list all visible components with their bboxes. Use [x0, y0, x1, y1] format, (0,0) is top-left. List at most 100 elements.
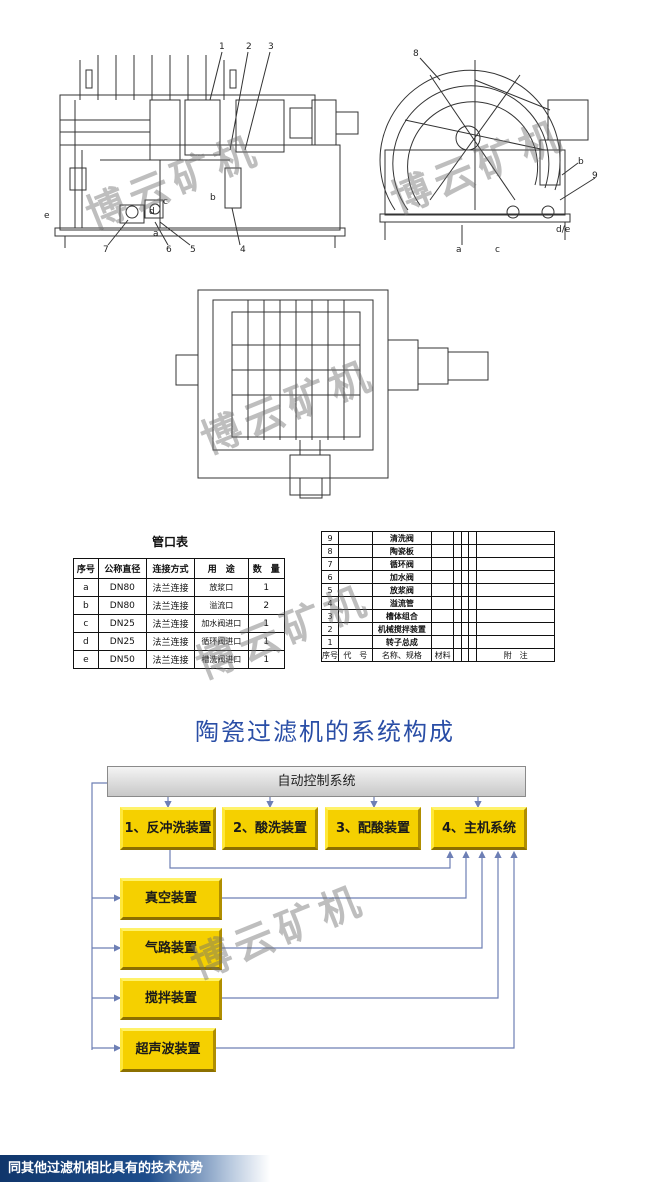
box-label: 2、酸洗装置: [232, 821, 308, 836]
side-label-de: d/e: [556, 225, 571, 235]
side-label-a: a: [456, 245, 462, 255]
front-label-4: 4: [240, 245, 246, 255]
table-cell: a: [73, 578, 99, 597]
box-label: 1、反冲洗装置: [124, 821, 212, 836]
table-cell: DN25: [97, 614, 147, 633]
side-label-b: b: [578, 157, 584, 167]
left-bus-line: [91, 782, 107, 1050]
front-view: [54, 51, 359, 248]
front-label-3: 3: [268, 42, 274, 52]
front-label-5: 5: [190, 245, 196, 255]
table-row: a DN80 法兰连接 放浆口 1: [73, 578, 285, 597]
front-label-7: 7: [103, 245, 109, 255]
drawing-labels: 1 2 3 4 5 6 7 a b c d e 8 9 a b c d/e: [44, 42, 598, 255]
table-cell: 材料: [431, 648, 454, 662]
table-cell: 附 注: [476, 648, 555, 662]
table-cell: b: [73, 596, 99, 615]
table-row: c DN25 法兰连接 加水阀进口 1: [73, 614, 285, 633]
side-view: [379, 57, 596, 245]
ultrasonic-box: 超声波装置: [120, 1028, 216, 1072]
parts-footer-row: 序号 代 号 名称、规格 材料 附 注: [321, 648, 555, 662]
acid-mixing-box: 3、配酸装置: [325, 807, 421, 850]
air-circuit-box: 气路装置: [120, 928, 222, 970]
stirring-box: 搅拌装置: [120, 978, 222, 1020]
engineering-drawing: 1 2 3 4 5 6 7 a b c d e 8 9 a b c d/e: [44, 42, 598, 499]
table-cell: 法兰连接: [145, 614, 196, 633]
table-cell: 放浆口: [194, 578, 249, 597]
table-cell: DN50: [97, 650, 147, 669]
acid-wash-box: 2、酸洗装置: [222, 807, 318, 850]
vacuum-box: 真空装置: [120, 878, 222, 920]
table-cell: 清洗阀: [371, 531, 433, 545]
side-label-c: c: [495, 245, 500, 255]
table-cell: DN25: [97, 632, 147, 651]
main-system-box: 4、主机系统: [431, 807, 527, 850]
ports-header-row: 序号 公称直径 连接方式 用 途 数 量: [73, 558, 285, 579]
table-cell: e: [73, 650, 99, 669]
table-cell: 法兰连接: [145, 596, 196, 615]
line-backwash-main: [169, 850, 454, 869]
table-cell: 1: [247, 650, 285, 669]
table-cell: 陶瓷板: [371, 544, 433, 558]
table-row: 8 陶瓷板: [321, 544, 555, 558]
table-row: 2 机械搅拌装置: [321, 622, 555, 636]
front-label-6: 6: [166, 245, 172, 255]
table-cell: 溢流管: [371, 596, 433, 610]
box-label: 4、主机系统: [441, 821, 517, 836]
table-cell: 代 号: [338, 648, 373, 662]
table-cell: 槽体组合: [371, 609, 433, 623]
box-label: 超声波装置: [135, 1042, 201, 1057]
table-cell: 8: [321, 544, 339, 558]
table-cell: 名称、规格: [371, 648, 433, 662]
advantages-banner: 同其他过滤机相比具有的技术优势: [0, 1155, 270, 1182]
table-cell: 加水阀: [371, 570, 433, 584]
table-cell: DN80: [97, 596, 147, 615]
line-ultrasonic-main: [216, 850, 518, 1049]
table-cell: 机械搅拌装置: [371, 622, 433, 636]
table-cell: 2: [247, 596, 285, 615]
table-cell: 放浆阀: [371, 583, 433, 597]
line-air-main: [222, 850, 486, 949]
line-stir-main: [222, 850, 502, 999]
table-cell: 槽洗阀进口: [194, 650, 249, 669]
front-label-e: e: [44, 211, 50, 221]
ports-header-cell: 连接方式: [145, 558, 196, 579]
box-label: 搅拌装置: [144, 991, 197, 1006]
table-cell: 2: [321, 622, 339, 636]
table-cell: 1: [247, 578, 285, 597]
top-view: [175, 289, 489, 499]
ports-header-cell: 数 量: [247, 558, 285, 579]
front-label-d: d: [149, 207, 155, 217]
table-cell: d: [73, 632, 99, 651]
table-cell: 溢流口: [194, 596, 249, 615]
box-label: 3、配酸装置: [335, 821, 411, 836]
front-label-a: a: [153, 229, 159, 239]
system-connectors: [91, 782, 518, 1052]
auto-control-system-bar: 自动控制系统: [107, 766, 526, 797]
table-cell: 转子总成: [371, 635, 433, 649]
table-cell: 法兰连接: [145, 578, 196, 597]
front-label-c: c: [163, 197, 168, 207]
line-vacuum-main: [222, 850, 470, 899]
side-label-8: 8: [413, 49, 419, 59]
backwash-box: 1、反冲洗装置: [120, 807, 216, 850]
table-cell: 7: [321, 557, 339, 571]
ports-table: 序号 公称直径 连接方式 用 途 数 量 a DN80 法兰连接 放浆口 1 b…: [73, 558, 285, 669]
table-cell: c: [73, 614, 99, 633]
table-row: e DN50 法兰连接 槽洗阀进口 1: [73, 650, 285, 669]
ports-header-cell: 公称直径: [97, 558, 147, 579]
table-cell: DN80: [97, 578, 147, 597]
table-cell: 法兰连接: [145, 650, 196, 669]
system-title: 陶瓷过滤机的系统构成: [195, 718, 455, 746]
box-label: 真空装置: [144, 891, 197, 906]
table-cell: 循环阀: [371, 557, 433, 571]
ports-header-cell: 序号: [73, 558, 99, 579]
front-label-1: 1: [219, 42, 225, 52]
side-label-9: 9: [592, 171, 598, 181]
box-label: 气路装置: [144, 941, 197, 956]
front-label-2: 2: [246, 42, 252, 52]
